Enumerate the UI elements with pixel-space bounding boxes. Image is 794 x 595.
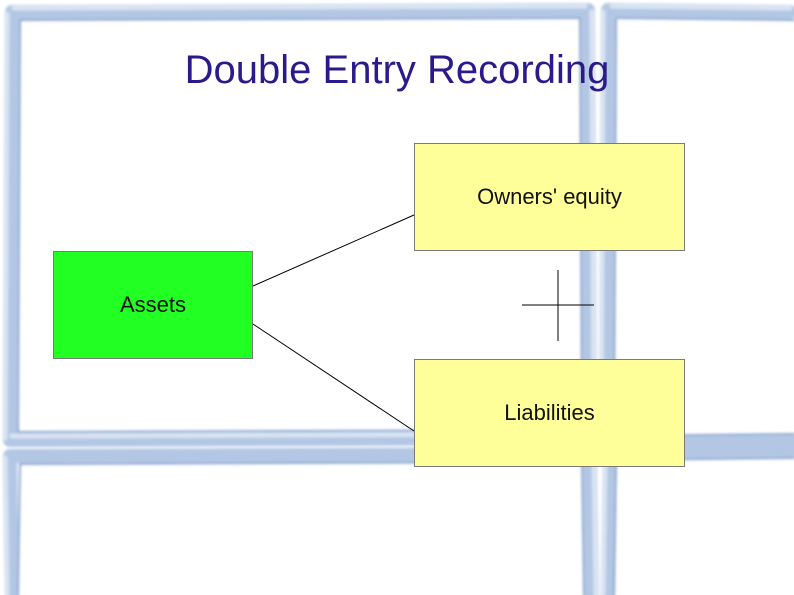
assets-label: Assets (120, 292, 186, 318)
assets-to-liabilities-line (253, 324, 414, 431)
owners-equity-label: Owners' equity (477, 184, 622, 210)
assets-to-owners-equity-line (253, 215, 414, 286)
owners-equity-box: Owners' equity (414, 143, 685, 251)
liabilities-box: Liabilities (414, 359, 685, 467)
assets-box: Assets (53, 251, 253, 359)
plus-symbol (522, 270, 594, 341)
liabilities-label: Liabilities (504, 400, 595, 426)
